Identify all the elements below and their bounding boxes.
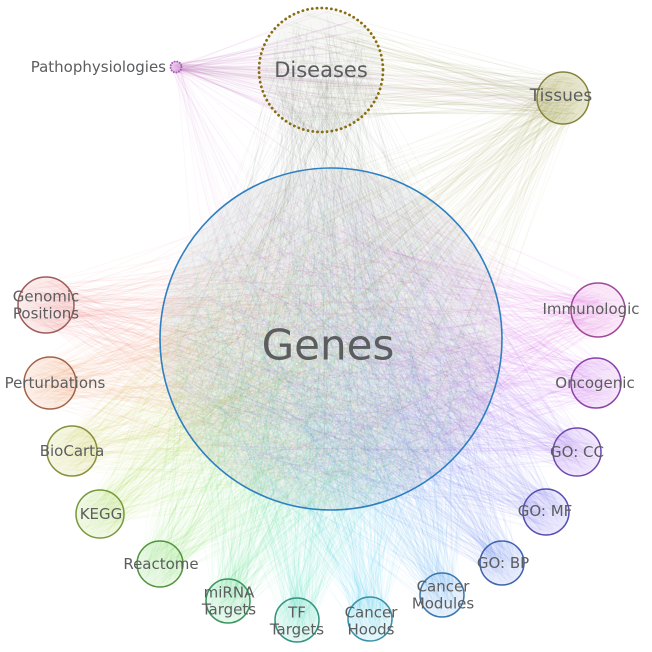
node-reactome[interactable] — [136, 540, 184, 588]
node-go_bp[interactable] — [479, 540, 525, 586]
node-perturbations[interactable] — [23, 356, 77, 410]
node-label-perturbations: Perturbations — [5, 374, 106, 392]
edge-bundle-genes-cancer_modules — [168, 175, 498, 615]
node-immunologic[interactable] — [570, 282, 626, 338]
edge-bundle-genes-biocarta — [51, 179, 484, 501]
node-label-diseases: Diseases — [274, 58, 368, 82]
node-cancer_hoods[interactable] — [347, 596, 393, 642]
node-label-tissues: Tissues — [529, 86, 593, 106]
edge-bundle-genes-immunologic — [171, 178, 623, 488]
edge-bundle-genes-mirna_targets — [170, 178, 494, 621]
edge-bundles — [22, 10, 623, 640]
edge-bundle-genes-cancer_hoods — [167, 180, 473, 639]
node-go_cc[interactable] — [552, 427, 602, 477]
node-tf_targets[interactable] — [274, 597, 320, 643]
node-label-go_bp: GO: BP — [477, 554, 529, 572]
edge-bundle-genes-kegg — [79, 174, 471, 536]
node-diseases[interactable] — [257, 6, 385, 134]
node-mirna_targets[interactable] — [205, 578, 251, 624]
node-label-go_cc: GO: CC — [550, 443, 604, 461]
node-label-genes: Genes — [262, 321, 395, 370]
node-kegg[interactable] — [75, 489, 125, 539]
node-pathophysiologies[interactable] — [169, 60, 183, 74]
node-go_mf[interactable] — [522, 488, 570, 536]
node-labels: Genes Diseases PathophysiologiesTissuesGen… — [5, 58, 640, 639]
edge-bundle-genes-go_mf — [178, 184, 567, 533]
node-label-pathophysiologies: Pathophysiologies — [31, 58, 166, 76]
node-biocarta[interactable] — [46, 425, 98, 477]
node-label-biocarta: BioCarta — [40, 442, 105, 460]
node-oncogenic[interactable] — [570, 357, 622, 409]
node-label-kegg: KEGG — [80, 505, 123, 523]
node-cancer_modules[interactable] — [419, 572, 465, 618]
edge-bundle-diseases-tissues — [264, 11, 585, 126]
edge-bundle-tissues-pathophysiologies — [171, 62, 584, 120]
edge-bundle-genes-pathophysiologies — [170, 63, 474, 504]
node-tissues[interactable] — [536, 71, 590, 125]
nodes — [17, 6, 626, 643]
node-label-go_mf: GO: MF — [518, 502, 573, 520]
edge-bundle-genes-genomic_positions — [22, 178, 492, 495]
edge-bundle-diseases-pathophysiologies — [171, 10, 380, 131]
node-genes[interactable] — [159, 167, 503, 511]
node-label-reactome: Reactome — [123, 555, 198, 573]
edge-bundle-genes-perturbations — [26, 177, 495, 504]
edge-bundle-genes-go_cc — [174, 173, 597, 494]
node-genomic_positions[interactable] — [17, 276, 75, 334]
edge-bundle-genes-reactome — [140, 186, 489, 585]
edge-bundle-genes-diseases — [169, 14, 495, 498]
node-label-immunologic: Immunologic — [542, 300, 639, 318]
edge-bundle-genes-tissues — [165, 74, 586, 496]
edge-bundle-genes-oncogenic — [170, 175, 618, 504]
edge-bundle-genes-go_bp — [170, 177, 523, 582]
node-label-oncogenic: Oncogenic — [555, 374, 634, 392]
edge-bundle-genes-tf_targets — [171, 175, 489, 640]
